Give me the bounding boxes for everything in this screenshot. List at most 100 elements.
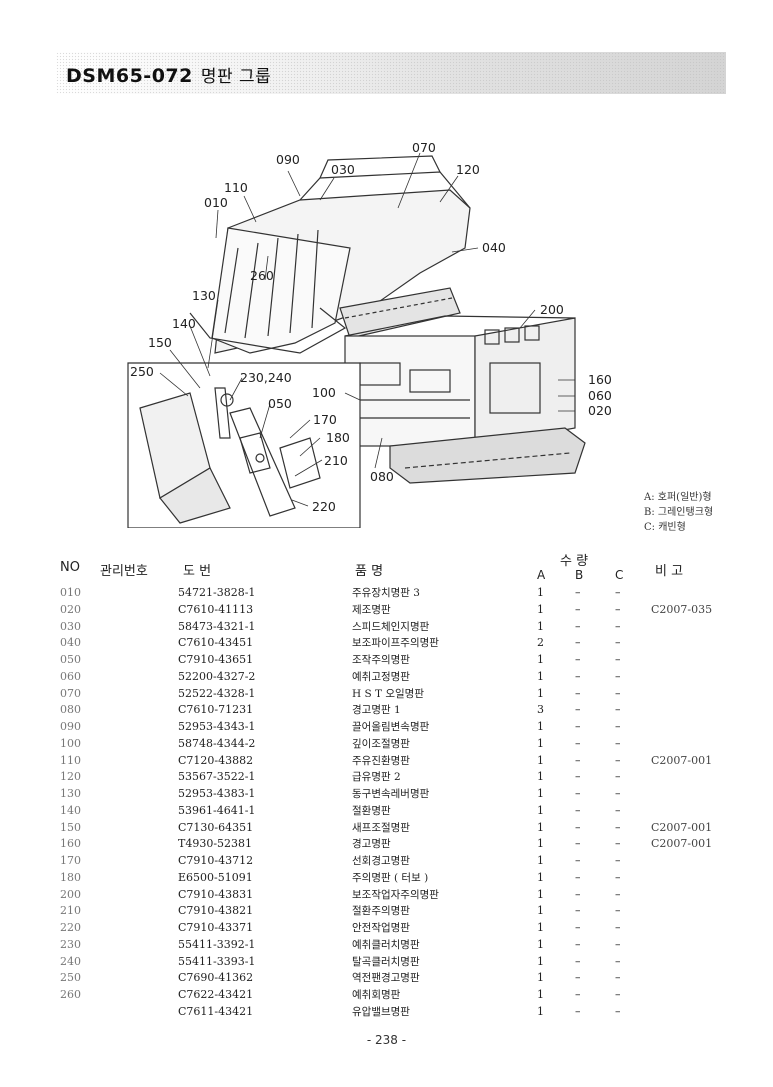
row-qty-a: 3 bbox=[537, 703, 544, 717]
row-no: 200 bbox=[60, 887, 81, 901]
page-title-code: DSM65-072 bbox=[66, 65, 193, 87]
row-part-name: 예취고정명판 bbox=[352, 670, 410, 683]
callout-label: 230,240 bbox=[240, 370, 292, 385]
row-part-number: C7610-43451 bbox=[178, 636, 254, 650]
row-qty-b: – bbox=[575, 904, 581, 918]
callout-label: 250 bbox=[130, 364, 154, 379]
callout-label: 180 bbox=[326, 430, 350, 445]
row-no: 080 bbox=[60, 703, 81, 717]
variant-legend: A: 호퍼(일반)형 B: 그레인탱크형 C: 캐빈형 bbox=[644, 490, 713, 535]
header-qty: 수 량 bbox=[560, 554, 589, 569]
header-name: 품 명 bbox=[355, 564, 384, 579]
row-part-name: 주유진환명판 bbox=[352, 754, 410, 767]
row-qty-b: – bbox=[575, 954, 581, 968]
callout-label: 120 bbox=[456, 162, 480, 177]
row-no: 160 bbox=[60, 837, 81, 851]
row-part-number: C7690-41362 bbox=[178, 971, 254, 985]
callout-label: 060 bbox=[588, 388, 612, 403]
row-no: 180 bbox=[60, 870, 81, 884]
row-qty-a: 1 bbox=[537, 753, 544, 767]
row-part-name: 경고명판 1 bbox=[352, 704, 401, 717]
callout-label: 030 bbox=[331, 162, 355, 177]
row-qty-a: 1 bbox=[537, 887, 544, 901]
row-part-name: 절환주의명판 bbox=[352, 905, 410, 918]
row-no: 130 bbox=[60, 787, 81, 800]
row-part-number: 53567-3522-1 bbox=[178, 770, 256, 784]
row-qty-b: – bbox=[575, 636, 581, 650]
row-qty-c: – bbox=[615, 686, 621, 700]
table-header: NO 관리번호 도 번 품 명 수 량 A B C 비 고 bbox=[0, 554, 773, 584]
header-code: 관리번호 bbox=[100, 564, 148, 579]
row-note: C2007-001 bbox=[651, 753, 713, 767]
callout-label: 110 bbox=[224, 180, 248, 195]
row-qty-b: – bbox=[575, 837, 581, 851]
row-part-number: 52953-4383-1 bbox=[178, 787, 256, 800]
row-no: 250 bbox=[60, 971, 81, 985]
row-qty-c: – bbox=[615, 904, 621, 918]
row-part-number: C7610-71231 bbox=[178, 703, 254, 717]
row-part-name: 선회경고명판 bbox=[352, 855, 410, 867]
row-no: 020 bbox=[60, 602, 81, 616]
row-qty-b: – bbox=[575, 686, 581, 700]
row-qty-a: 1 bbox=[537, 720, 544, 733]
row-no: 100 bbox=[60, 736, 81, 750]
row-part-number: 53961-4641-1 bbox=[178, 803, 256, 817]
row-qty-c: – bbox=[615, 887, 621, 901]
callout-label: 080 bbox=[370, 469, 394, 484]
row-qty-a: 1 bbox=[537, 803, 544, 817]
row-qty-b: – bbox=[575, 887, 581, 901]
row-part-name: 보조파이프주의명판 bbox=[352, 637, 439, 650]
combine-illustration bbox=[127, 152, 586, 528]
row-part-number: C7910-43712 bbox=[178, 854, 254, 867]
row-qty-b: – bbox=[575, 988, 581, 1001]
row-part-number: T4930-52381 bbox=[178, 837, 253, 851]
row-part-name: 제조명판 bbox=[352, 603, 391, 616]
callout-label: 260 bbox=[250, 268, 274, 283]
row-qty-a: 1 bbox=[537, 686, 544, 700]
legend-item: A: 호퍼(일반)형 bbox=[644, 492, 712, 503]
row-part-name: 예취회명판 bbox=[352, 989, 401, 1001]
row-part-number: C7910-43651 bbox=[178, 653, 254, 666]
callout-label: 040 bbox=[482, 240, 506, 255]
row-qty-a: 1 bbox=[537, 937, 544, 951]
row-qty-a: 1 bbox=[537, 954, 544, 968]
callout-label: 200 bbox=[540, 302, 564, 317]
row-part-number: C7910-43371 bbox=[178, 921, 254, 934]
row-qty-b: – bbox=[575, 803, 581, 817]
row-qty-b: – bbox=[575, 753, 581, 767]
row-qty-c: – bbox=[615, 870, 621, 884]
row-qty-a: 1 bbox=[537, 870, 544, 884]
row-part-name: 탈곡클러치명판 bbox=[352, 955, 420, 968]
row-part-number: 58748-4344-2 bbox=[178, 736, 256, 750]
row-part-name: 경고명판 bbox=[352, 838, 391, 851]
row-part-name: 새프조절명판 bbox=[352, 821, 410, 834]
machine-diagram: 090 030 070 120 110 010 040 260 200 130 … bbox=[120, 138, 740, 528]
header-band bbox=[56, 52, 726, 94]
row-qty-a: 1 bbox=[537, 787, 544, 800]
row-qty-c: – bbox=[615, 803, 621, 817]
row-qty-b: – bbox=[575, 1004, 581, 1018]
row-qty-a: 1 bbox=[537, 770, 544, 784]
callout-label: 220 bbox=[312, 499, 336, 514]
row-qty-c: – bbox=[615, 937, 621, 951]
row-qty-c: – bbox=[615, 1004, 621, 1018]
row-qty-b: – bbox=[575, 736, 581, 750]
row-part-name: 급유명판 2 bbox=[352, 771, 401, 784]
row-qty-a: 1 bbox=[537, 653, 544, 666]
row-qty-c: – bbox=[615, 720, 621, 733]
